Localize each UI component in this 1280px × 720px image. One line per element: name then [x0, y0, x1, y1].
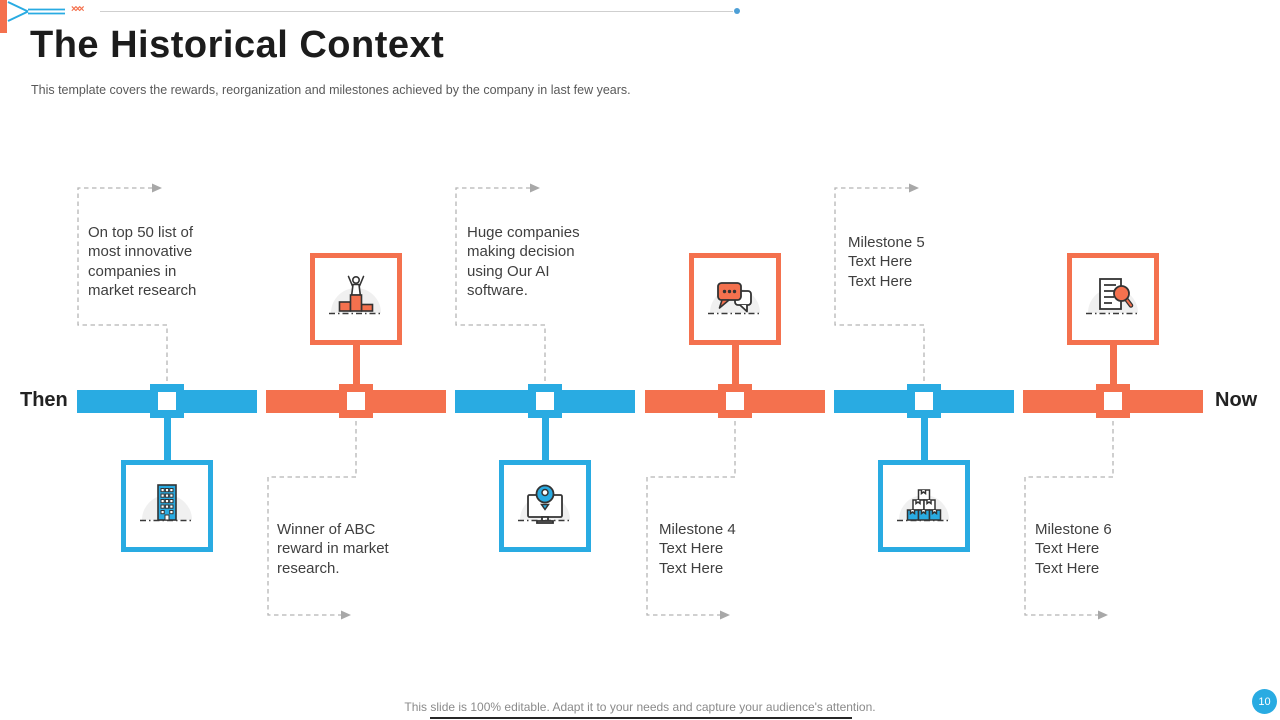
- timeline-node-4[interactable]: [718, 384, 752, 418]
- milestone-4-icon-box[interactable]: [689, 253, 781, 345]
- header-rule-line: [100, 11, 733, 12]
- chat-bubbles-icon: [708, 282, 762, 315]
- document-search-icon: [1086, 278, 1140, 315]
- header-arrow-icon: [7, 1, 65, 22]
- milestone-3-icon-box[interactable]: [499, 460, 591, 552]
- icon-connector-2: [352, 345, 360, 384]
- header-line-end-dot: [734, 8, 740, 14]
- building-icon: [140, 484, 194, 522]
- icon-connector-6: [1109, 345, 1117, 384]
- timeline-node-5[interactable]: [907, 384, 941, 418]
- timeline-node-6[interactable]: [1096, 384, 1130, 418]
- timeline-start-label: Then: [20, 389, 68, 411]
- stacked-boxes-icon: [897, 489, 951, 522]
- milestone-2-text[interactable]: Winner of ABC reward in market research.: [277, 521, 389, 577]
- milestone-2-icon-box[interactable]: [310, 253, 402, 345]
- footer-note: This slide is 100% editable. Adapt it to…: [404, 700, 876, 714]
- milestone-6-text[interactable]: Milestone 6 Text Here Text Here: [1035, 521, 1112, 577]
- icon-connector-5: [920, 418, 928, 460]
- milestone-4-text[interactable]: Milestone 4 Text Here Text Here: [659, 521, 736, 577]
- timeline-node-3[interactable]: [528, 384, 562, 418]
- milestone-1-text[interactable]: On top 50 list of most innovative compan…: [88, 224, 197, 299]
- corner-accent-bar: [0, 0, 7, 33]
- icon-connector-3: [541, 418, 549, 460]
- timeline-node-2[interactable]: [339, 384, 373, 418]
- milestone-5-icon-box[interactable]: [878, 460, 970, 552]
- footer-divider: [430, 717, 852, 719]
- milestone-6-icon-box[interactable]: [1067, 253, 1159, 345]
- monitor-pin-icon: [518, 484, 572, 524]
- milestone-5-text[interactable]: Milestone 5 Text Here Text Here: [848, 234, 925, 290]
- timeline-node-1[interactable]: [150, 384, 184, 418]
- chevron-marks: ×××: [71, 4, 84, 15]
- icon-connector-4: [731, 345, 739, 384]
- timeline-end-label: Now: [1215, 389, 1258, 411]
- page-subtitle[interactable]: This template covers the rewards, reorga…: [31, 83, 631, 97]
- page-number-badge[interactable]: 10: [1252, 689, 1277, 714]
- milestone-3-text[interactable]: Huge companies making decision using Our…: [467, 224, 580, 299]
- winner-podium-icon: [329, 275, 383, 315]
- icon-connector-1: [163, 418, 171, 460]
- milestone-1-icon-box[interactable]: [121, 460, 213, 552]
- page-title[interactable]: The Historical Context: [30, 24, 445, 66]
